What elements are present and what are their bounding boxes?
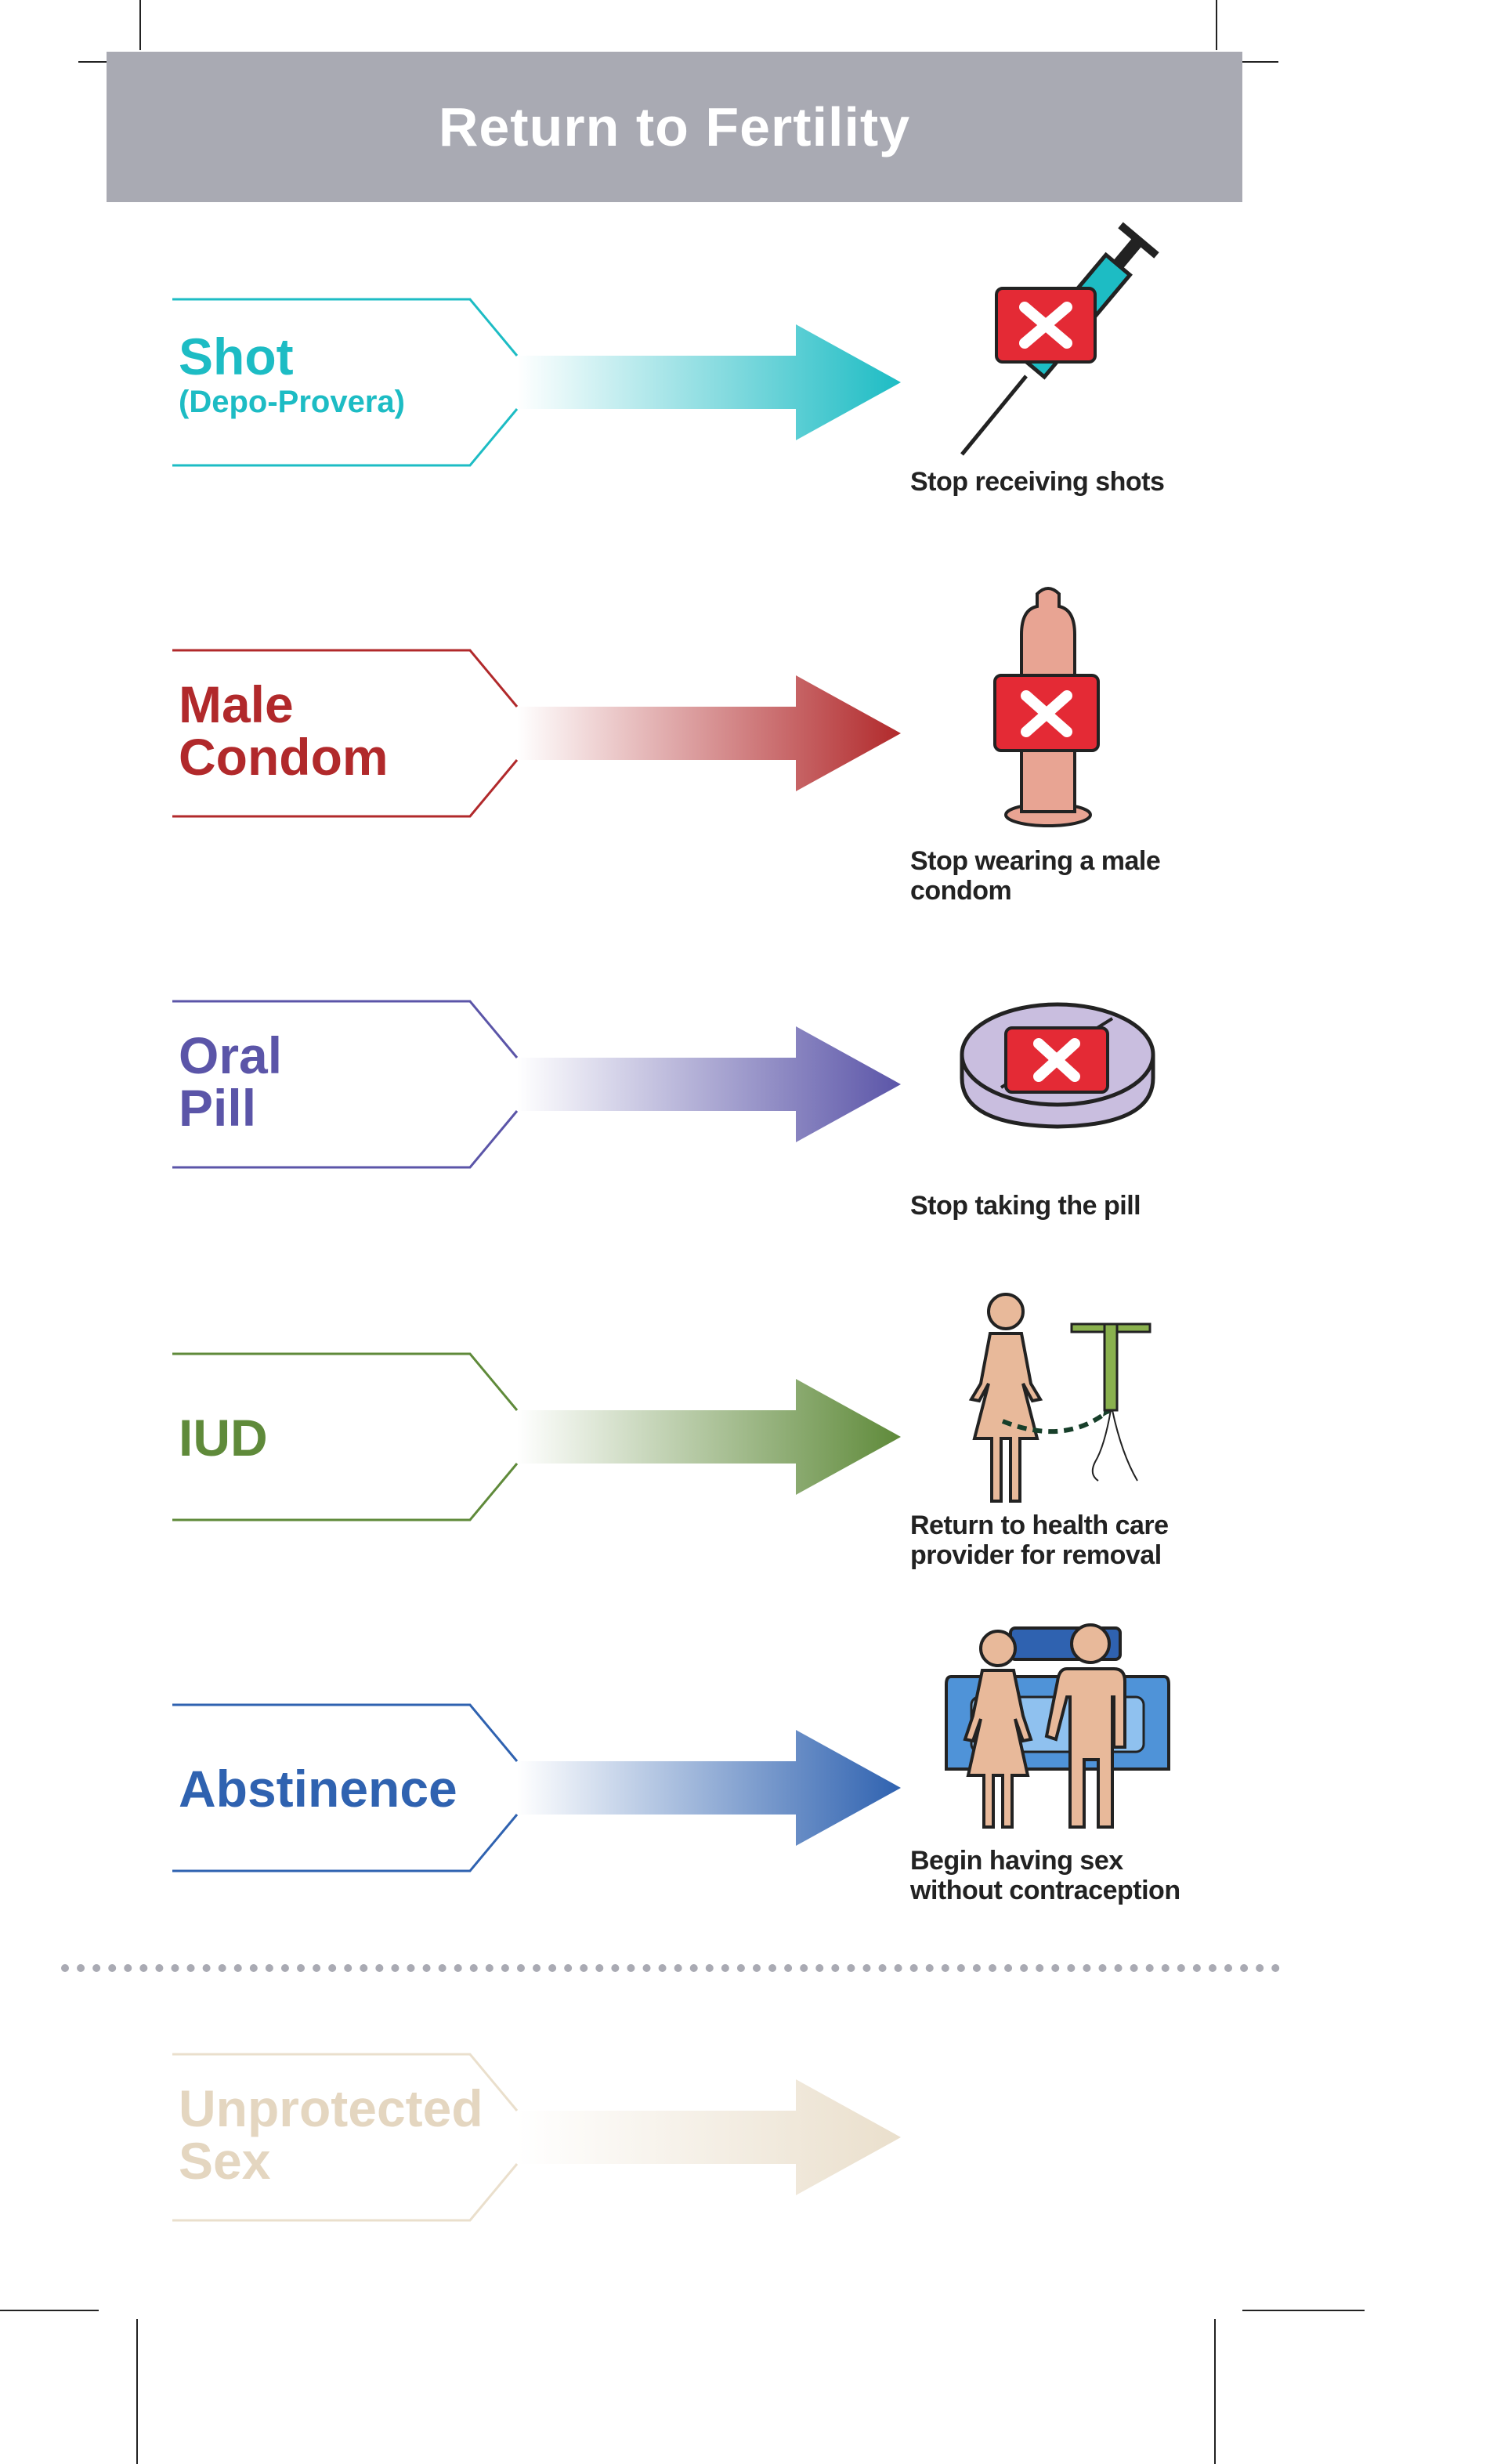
man-figure-icon [1044, 1623, 1126, 1829]
arrow-shot [172, 298, 901, 467]
crop-mark [1214, 2319, 1216, 2464]
crop-mark [1242, 2310, 1365, 2311]
x-badge [1004, 1026, 1109, 1094]
crop-mark [1242, 61, 1278, 63]
caption-abstinence: Begin having sex without contraception [910, 1846, 1180, 1906]
method-row-condom: Male Condom Stop wearing a male condom [0, 587, 1504, 931]
arrow-unprotected [172, 2053, 901, 2222]
crop-mark [136, 2319, 138, 2464]
method-label-unprotected: Unprotected Sex [179, 2079, 483, 2191]
caption-pill: Stop taking the pill [910, 1191, 1141, 1221]
caption-condom: Stop wearing a male condom [910, 846, 1161, 906]
method-label-condom: Male Condom [179, 675, 389, 787]
x-badge [995, 287, 1097, 364]
method-label-abstinence: Abstinence [179, 1760, 457, 1818]
condom-icon [993, 587, 1100, 827]
arrow-iud [172, 1352, 901, 1521]
couple-bed-icon [945, 1623, 1170, 1829]
iud-device [1070, 1322, 1152, 1482]
method-label-iud: IUD [179, 1409, 268, 1467]
method-row-abstinence: Abstinence Begin having sex without cont… [0, 1623, 1504, 1938]
caption-shot: Stop receiving shots [910, 467, 1165, 497]
title-banner: Return to Fertility [107, 52, 1242, 202]
crop-mark [139, 0, 141, 50]
crop-mark [78, 61, 107, 63]
caption-iud: Return to health care provider for remov… [910, 1511, 1169, 1571]
pill-icon [960, 1002, 1155, 1129]
arrow-pill [172, 1000, 901, 1169]
method-row-iud: IUD Return to health care provider for r… [0, 1293, 1504, 1603]
woman-figure-icon [963, 1630, 1033, 1829]
crop-mark [1216, 0, 1217, 50]
iud-icon [968, 1293, 1152, 1503]
method-label-pill: Oral Pill [179, 1026, 283, 1138]
crop-mark [0, 2310, 99, 2311]
page-title: Return to Fertility [438, 96, 911, 157]
method-row-unprotected: Unprotected Sex [0, 2053, 1504, 2241]
woman-figure-icon [968, 1293, 1043, 1503]
syringe-icon [960, 222, 1159, 456]
method-label-shot: Shot (Depo-Provera) [179, 327, 405, 420]
arrow-condom [172, 649, 901, 818]
method-row-shot: Shot (Depo-Provera) Stop receiving shots [0, 222, 1504, 533]
method-row-pill: Oral Pill Stop taking the pill [0, 1000, 1504, 1250]
arrow-abstinence [172, 1703, 901, 1872]
dotted-divider [61, 1964, 1280, 1972]
x-badge [993, 674, 1100, 752]
